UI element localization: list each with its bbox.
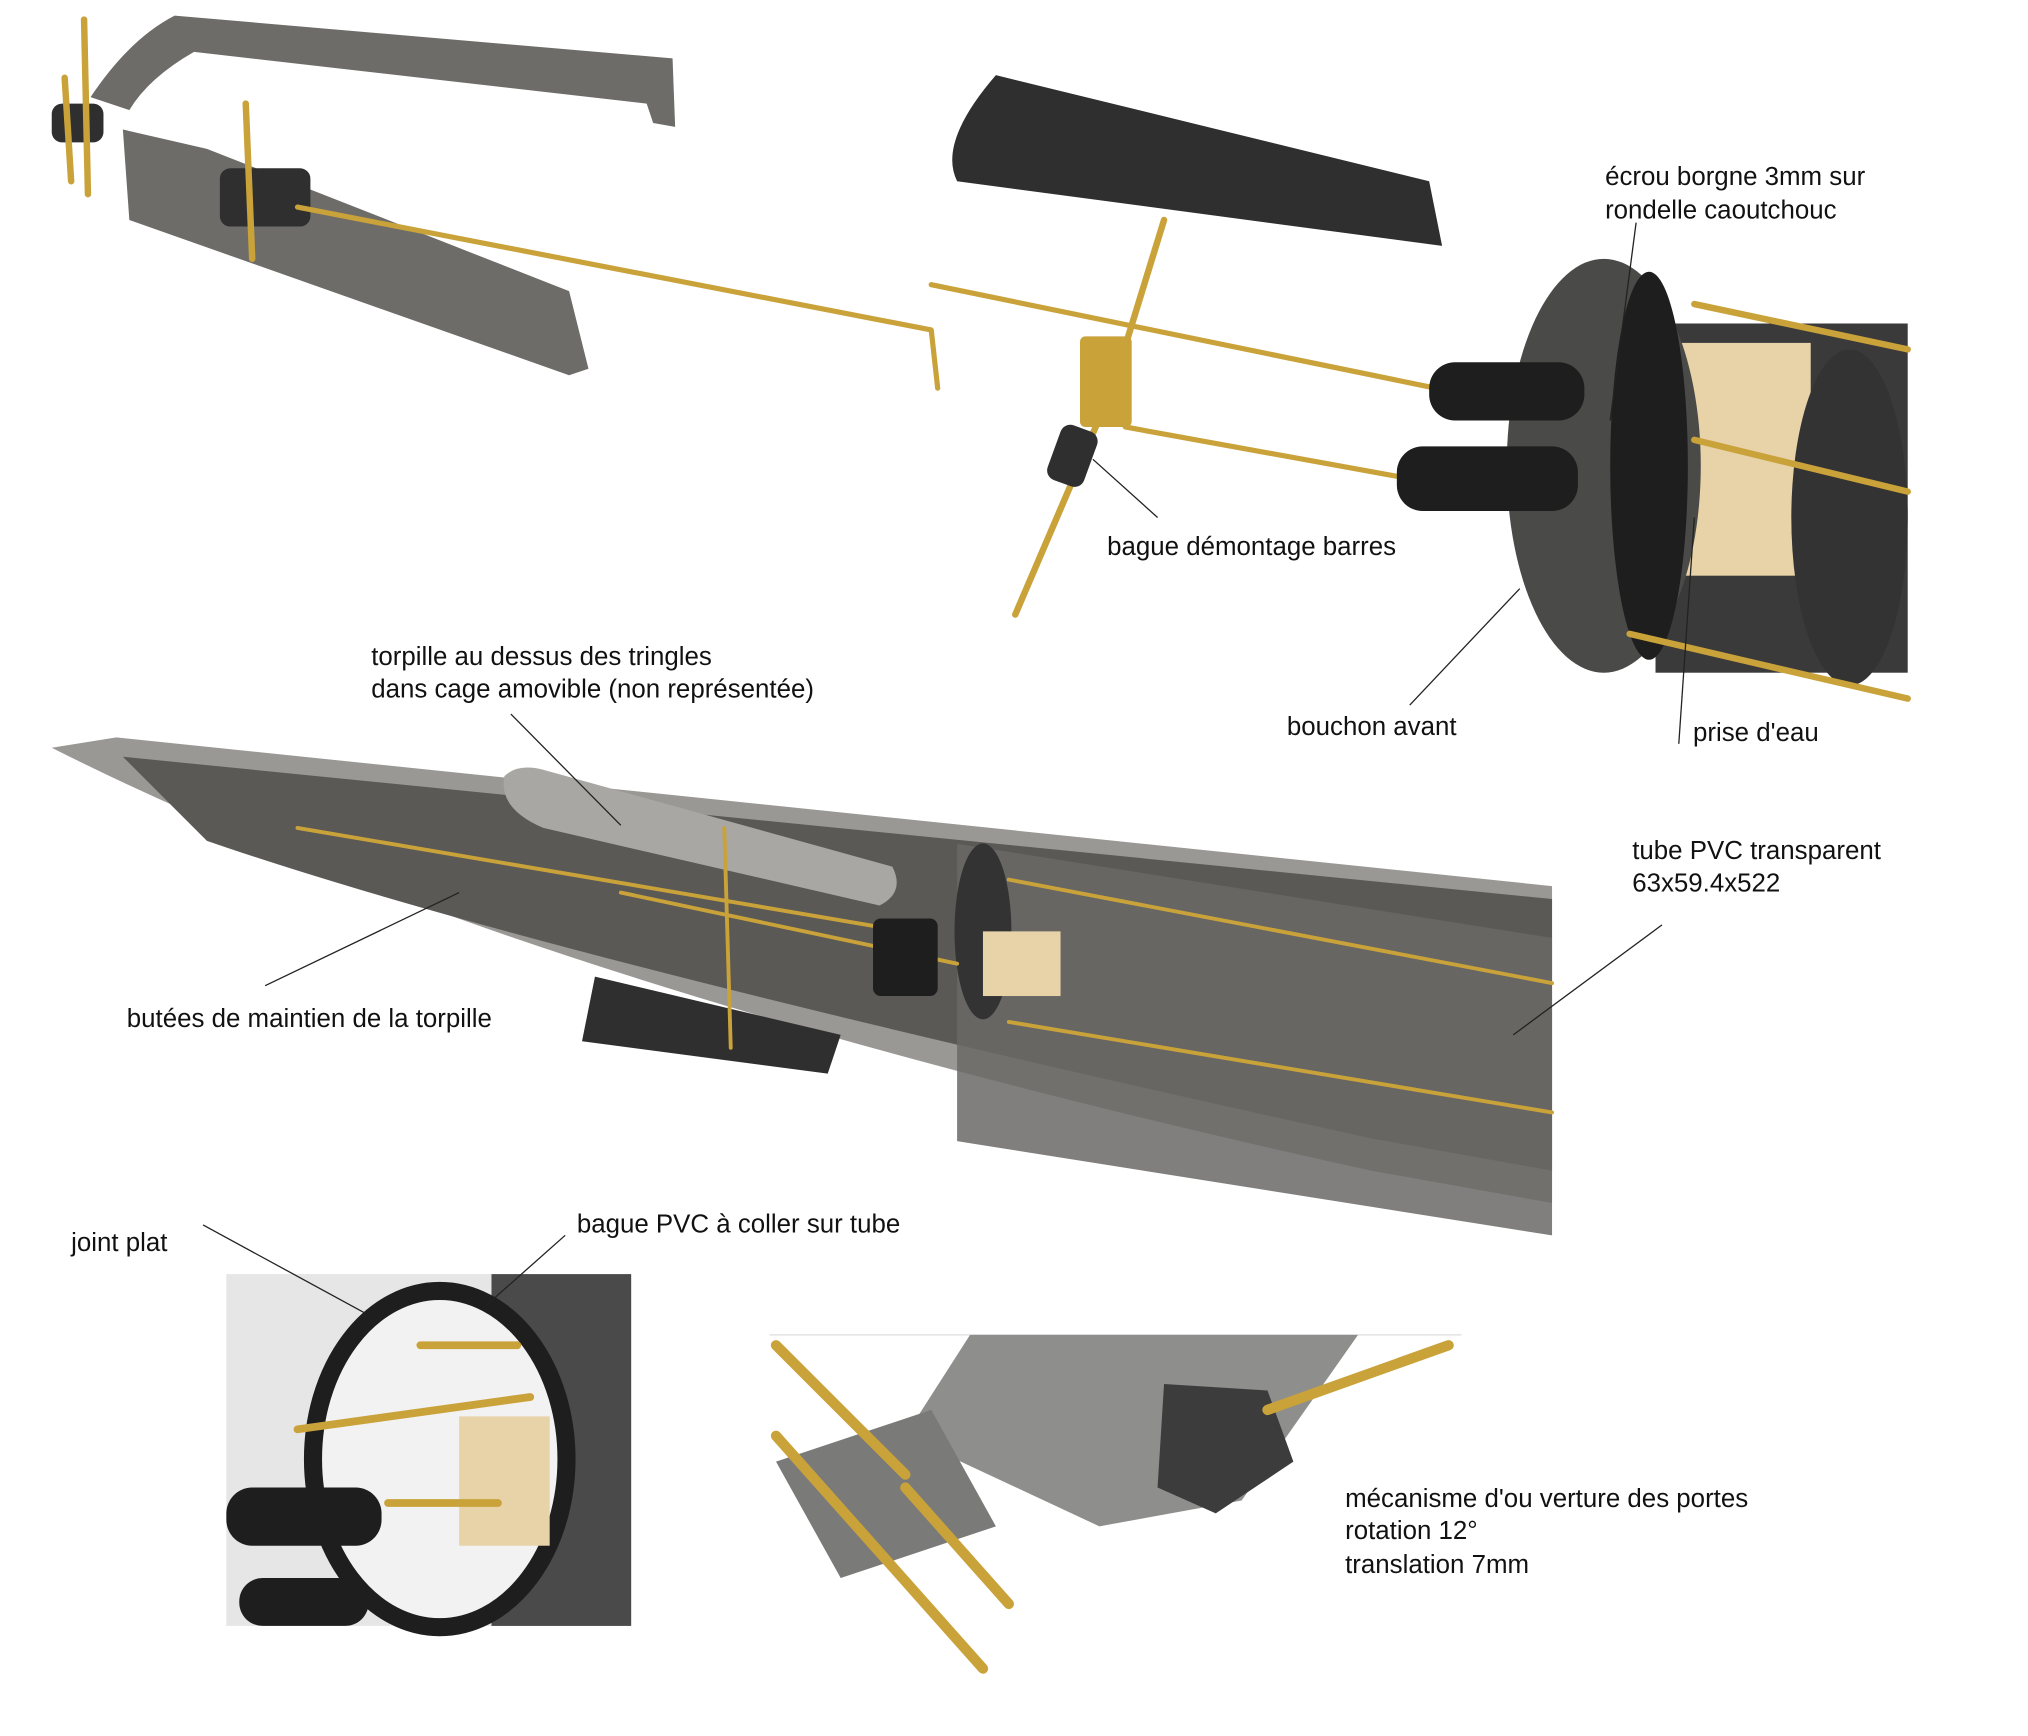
door-mechanism-detail bbox=[769, 1334, 1462, 1674]
label-bague-demontage: bague démontage barres bbox=[1107, 533, 1396, 561]
hull-section bbox=[51, 737, 1554, 1236]
label-torpille-line2: dans cage amovible (non représentée) bbox=[371, 675, 814, 703]
label-joint: joint plat bbox=[70, 1229, 167, 1257]
label-mecanisme-line2: rotation 12° bbox=[1345, 1517, 1478, 1545]
label-ecrou-line1: écrou borgne 3mm sur bbox=[1605, 163, 1866, 191]
front-plug-assembly bbox=[1396, 258, 1911, 702]
door-arm-assembly bbox=[51, 15, 1439, 482]
tube-end-detail bbox=[226, 1274, 632, 1637]
label-tube-line1: tube PVC transparent bbox=[1632, 837, 1881, 865]
label-mecanisme-line1: mécanisme d'ou verture des portes bbox=[1345, 1485, 1748, 1513]
label-prise: prise d'eau bbox=[1693, 719, 1819, 747]
dive-plane bbox=[952, 75, 1443, 618]
leader-lines bbox=[202, 222, 1695, 1314]
label-butees: butées de maintien de la torpille bbox=[127, 1005, 492, 1033]
label-torpille-line1: torpille au dessus des tringles bbox=[371, 643, 712, 671]
label-bouchon: bouchon avant bbox=[1287, 713, 1457, 741]
label-mecanisme-line3: translation 7mm bbox=[1345, 1551, 1529, 1579]
label-tube-line2: 63x59.4x522 bbox=[1632, 869, 1780, 897]
label-bague-pvc: bague PVC à coller sur tube bbox=[577, 1211, 900, 1239]
label-ecrou-line2: rondelle caoutchouc bbox=[1605, 197, 1837, 225]
